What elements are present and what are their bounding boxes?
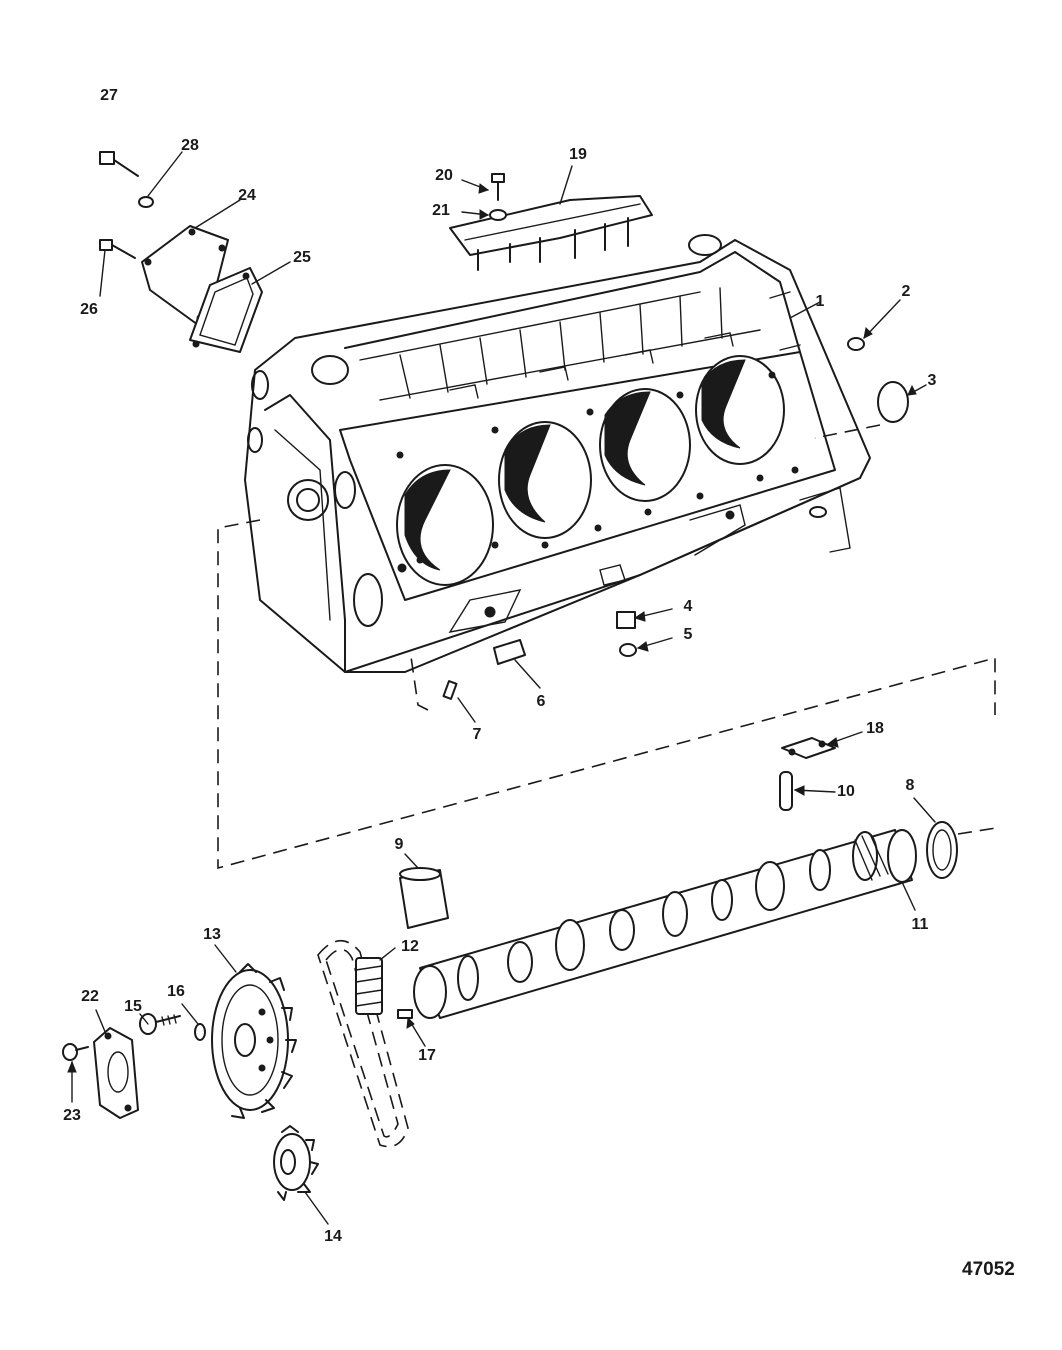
callout-8: 8 bbox=[905, 777, 915, 794]
callout-10: 10 bbox=[837, 783, 855, 800]
callout-23: 23 bbox=[63, 1107, 81, 1124]
callout-28: 28 bbox=[181, 137, 199, 154]
thrust-plate-bolt-part bbox=[62, 1043, 89, 1061]
valve-lifter-part bbox=[779, 771, 793, 811]
timing-chain-part bbox=[317, 939, 409, 1148]
crankshaft-sprocket-part bbox=[273, 1125, 319, 1201]
fuel-pump-gasket-part bbox=[189, 267, 263, 353]
camshaft-dowel-part bbox=[397, 1009, 413, 1019]
callout-15: 15 bbox=[124, 998, 142, 1015]
fuel-pump-washer-part bbox=[138, 196, 154, 208]
lifter-guide-retainer-part bbox=[449, 195, 653, 271]
callout-13: 13 bbox=[203, 926, 221, 943]
camshaft-thrust-plate-part bbox=[93, 1027, 139, 1119]
fuel-pump-bolt-upper-part bbox=[99, 151, 139, 177]
callout-1: 1 bbox=[815, 293, 825, 310]
drain-plug-part bbox=[619, 643, 637, 657]
cylinder-block-part bbox=[244, 234, 871, 673]
callout-18: 18 bbox=[866, 720, 884, 737]
oil-gallery-plug-part bbox=[616, 611, 636, 629]
callout-26: 26 bbox=[80, 301, 98, 318]
lifter-guide-washer-part bbox=[489, 209, 507, 221]
core-plug-part bbox=[877, 381, 909, 423]
lifter-guide-bolt-part bbox=[491, 173, 505, 201]
callout-27: 27 bbox=[100, 87, 118, 104]
callout-7: 7 bbox=[472, 726, 482, 743]
alignment-dashed-line bbox=[217, 519, 996, 870]
camshaft-sprocket-bolt-part bbox=[139, 1013, 181, 1035]
callout-12: 12 bbox=[401, 938, 419, 955]
pipe-plug-part bbox=[847, 337, 865, 351]
callout-5: 5 bbox=[683, 626, 693, 643]
leader-arrowheads bbox=[67, 183, 917, 1073]
callout-2: 2 bbox=[901, 283, 911, 300]
callout-14: 14 bbox=[324, 1228, 342, 1245]
callout-22: 22 bbox=[81, 988, 99, 1005]
callout-11: 11 bbox=[911, 916, 929, 933]
dowel-pin-part bbox=[442, 680, 458, 700]
callout-20: 20 bbox=[435, 167, 453, 184]
callout-24: 24 bbox=[238, 187, 256, 204]
fuel-pump-bolt-lower-part bbox=[99, 239, 136, 259]
camshaft-bearing-part bbox=[399, 867, 449, 929]
callout-21: 21 bbox=[432, 202, 450, 219]
figure-number: 47052 bbox=[962, 1259, 1015, 1280]
callout-4: 4 bbox=[683, 598, 693, 615]
callout-6: 6 bbox=[536, 693, 546, 710]
callout-9: 9 bbox=[394, 836, 404, 853]
camshaft-part bbox=[413, 829, 917, 1019]
callout-3: 3 bbox=[927, 372, 937, 389]
callout-17: 17 bbox=[418, 1047, 436, 1064]
camshaft-bearing-rear-part bbox=[926, 821, 958, 879]
camshaft-rear-plug-part bbox=[493, 639, 526, 665]
sprocket-washer-part bbox=[194, 1023, 206, 1041]
lifter-guide-part bbox=[781, 737, 836, 759]
callout-25: 25 bbox=[293, 249, 311, 266]
camshaft-sprocket-part bbox=[211, 963, 297, 1119]
callout-16: 16 bbox=[167, 983, 185, 1000]
callout-19: 19 bbox=[569, 146, 587, 163]
